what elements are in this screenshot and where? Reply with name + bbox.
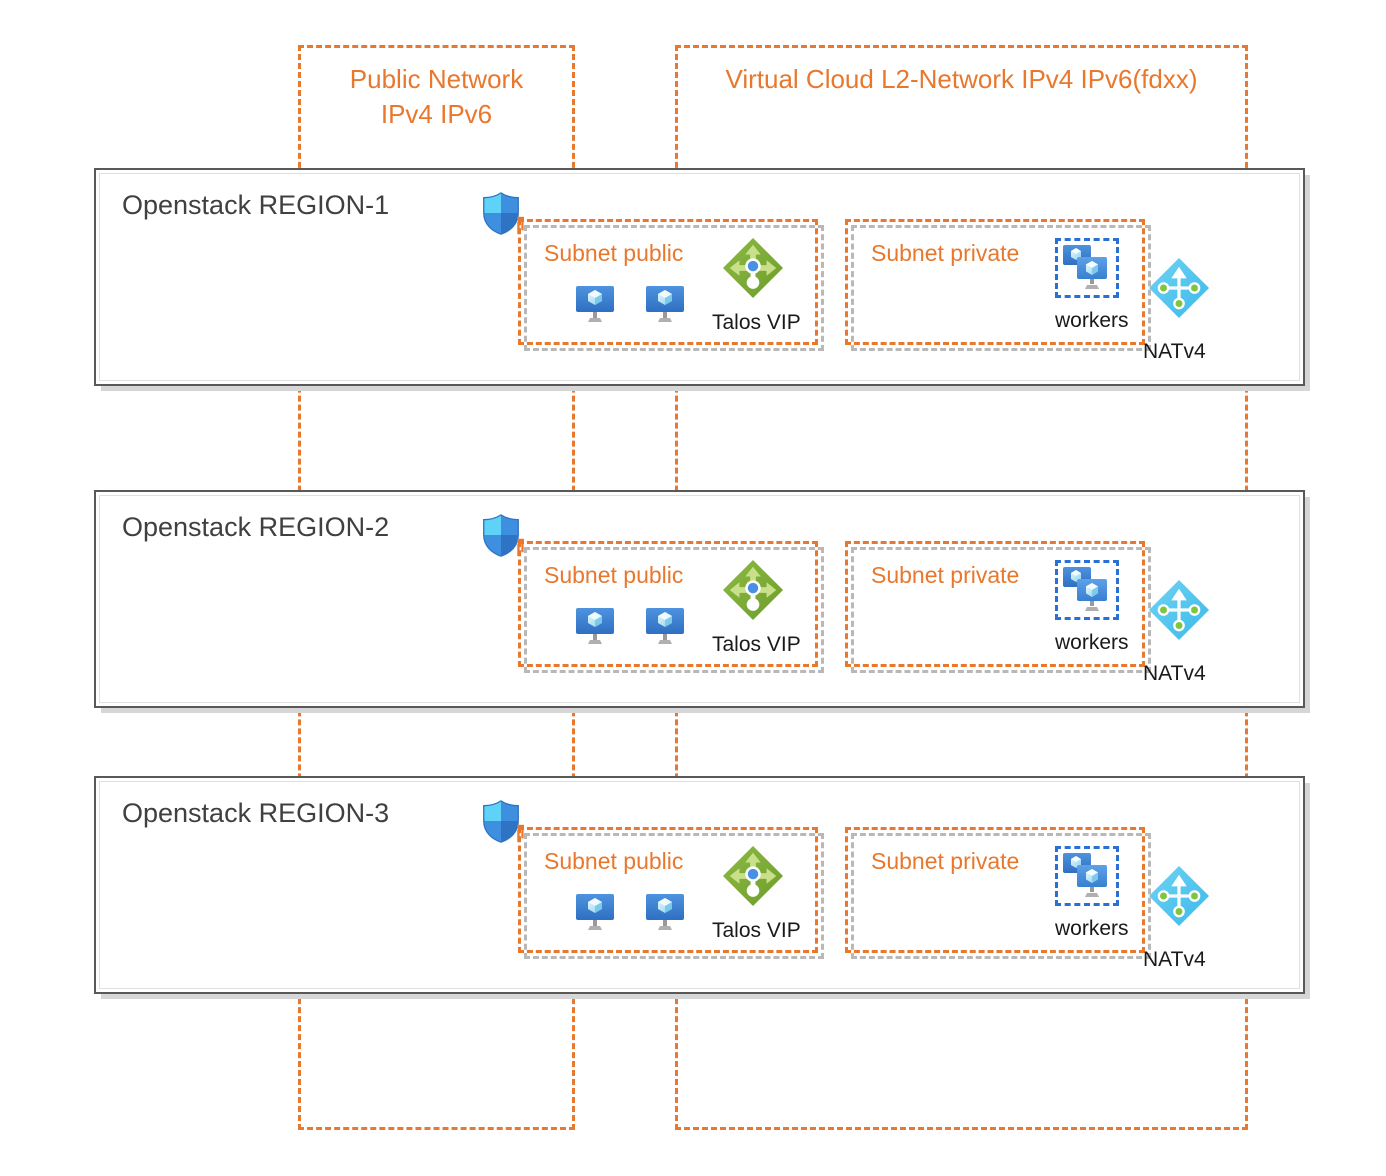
natv4-label: NATv4 (1143, 662, 1206, 685)
talos-vip-label: Talos VIP (712, 633, 801, 656)
subnet-private-label: Subnet private (871, 848, 1020, 874)
shield-icon (478, 512, 524, 558)
subnet-public-label: Subnet public (544, 562, 684, 588)
nat-gateway-icon (1148, 865, 1210, 927)
region-title: Openstack REGION-1 (122, 190, 390, 220)
workers-selection-box (1055, 238, 1119, 298)
subnet-public-ghost (524, 833, 824, 959)
workers-selection-box (1055, 560, 1119, 620)
nat-gateway-icon (1148, 579, 1210, 641)
shield-icon (478, 190, 524, 236)
virtual-machine-icon (645, 893, 685, 931)
load-balancer-icon (722, 559, 784, 621)
talos-vip-label: Talos VIP (712, 311, 801, 334)
subnet-public-ghost (524, 547, 824, 673)
subnet-public-box (518, 541, 818, 667)
natv4-label: NATv4 (1143, 948, 1206, 971)
subnet-public-box (518, 827, 818, 953)
natv4-label: NATv4 (1143, 340, 1206, 363)
zone-label-virtual-cloud: Virtual Cloud L2-Network IPv4 IPv6(fdxx) (725, 64, 1198, 94)
subnet-private-label: Subnet private (871, 240, 1020, 266)
load-balancer-icon (722, 845, 784, 907)
virtual-machine-scale-set-icon (1061, 850, 1113, 900)
subnet-public-box (518, 219, 818, 345)
virtual-machine-scale-set-icon (1061, 564, 1113, 614)
workers-label: workers (1055, 309, 1129, 332)
subnet-public-ghost (524, 225, 824, 351)
virtual-machine-icon (645, 285, 685, 323)
shield-icon (478, 798, 524, 844)
talos-vip-label: Talos VIP (712, 919, 801, 942)
workers-selection-box (1055, 846, 1119, 906)
workers-label: workers (1055, 917, 1129, 940)
subnet-private-box (845, 541, 1145, 667)
virtual-machine-icon (575, 607, 615, 645)
virtual-machine-icon (575, 893, 615, 931)
load-balancer-icon (722, 237, 784, 299)
zone-label-public-network: Public Network IPv4 IPv6 (349, 64, 524, 130)
subnet-public-label: Subnet public (544, 240, 684, 266)
workers-label: workers (1055, 631, 1129, 654)
region-title: Openstack REGION-3 (122, 798, 390, 828)
subnet-private-box (845, 219, 1145, 345)
virtual-machine-scale-set-icon (1061, 242, 1113, 292)
virtual-machine-icon (645, 607, 685, 645)
nat-gateway-icon (1148, 257, 1210, 319)
subnet-private-label: Subnet private (871, 562, 1020, 588)
region-title: Openstack REGION-2 (122, 512, 390, 542)
subnet-private-box (845, 827, 1145, 953)
subnet-public-label: Subnet public (544, 848, 684, 874)
virtual-machine-icon (575, 285, 615, 323)
